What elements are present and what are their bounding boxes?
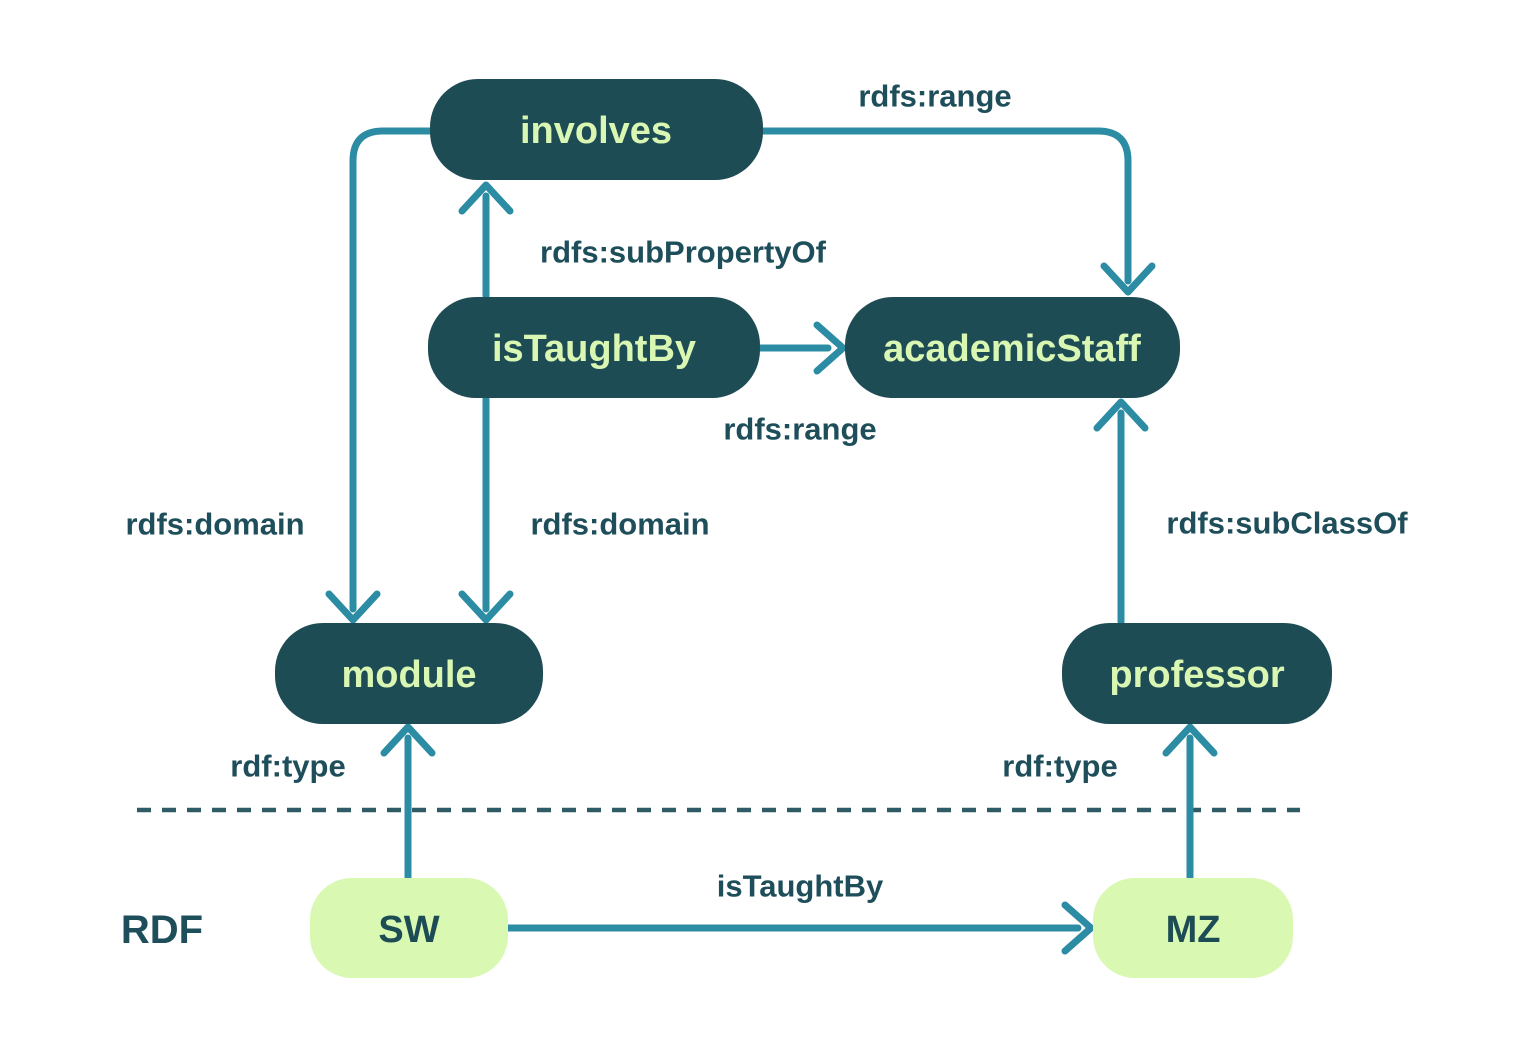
edge-label-rdfs-domain-left: rdfs:domain xyxy=(125,507,304,542)
node-professor-label: professor xyxy=(1109,654,1284,696)
edge-label-istaughtby-instance: isTaughtBy xyxy=(717,869,884,904)
node-sw-instance xyxy=(310,878,508,978)
edge-rdfs-range-mid-arrow xyxy=(756,321,847,375)
edge-rdfs-subpropertyof-arrow xyxy=(458,181,514,300)
edge-rdfs-range-top-arrow xyxy=(759,127,1156,296)
node-mz-instance xyxy=(1093,878,1293,978)
rdf-layer-label: RDF xyxy=(121,908,203,952)
edge-rdfs-domain-left-arrow xyxy=(325,127,434,624)
node-sw-label: SW xyxy=(378,909,439,951)
edge-label-rdf-type-right: rdf:type xyxy=(1002,749,1117,784)
edge-label-rdf-type-left: rdf:type xyxy=(230,749,345,784)
edge-label-rdfs-subclassof: rdfs:subClassOf xyxy=(1166,506,1408,541)
node-professor xyxy=(1062,623,1332,724)
node-module-label: module xyxy=(341,654,476,696)
node-involves xyxy=(430,79,763,180)
node-academicstaff xyxy=(845,297,1180,398)
node-module xyxy=(275,623,543,724)
node-istaughtby xyxy=(428,297,760,398)
edge-rdf-type-right-arrow xyxy=(1162,723,1218,881)
edge-label-rdfs-domain-right: rdfs:domain xyxy=(530,507,709,542)
edge-label-rdfs-range-mid: rdfs:range xyxy=(723,412,876,447)
edge-label-rdfs-range-top: rdfs:range xyxy=(858,79,1011,114)
edge-rdf-type-left-arrow xyxy=(380,723,436,881)
node-istaughtby-label: isTaughtBy xyxy=(492,328,696,370)
node-academicstaff-label: academicStaff xyxy=(883,328,1141,370)
edge-label-rdfs-subpropertyof: rdfs:subPropertyOf xyxy=(540,235,827,270)
edge-istaughtby-instance-arrow xyxy=(504,901,1095,955)
node-involves-label: involves xyxy=(520,110,672,152)
edge-rdfs-subclassof-arrow xyxy=(1093,398,1149,626)
edge-rdfs-domain-right-arrow xyxy=(458,395,514,624)
node-mz-label: MZ xyxy=(1166,909,1221,951)
